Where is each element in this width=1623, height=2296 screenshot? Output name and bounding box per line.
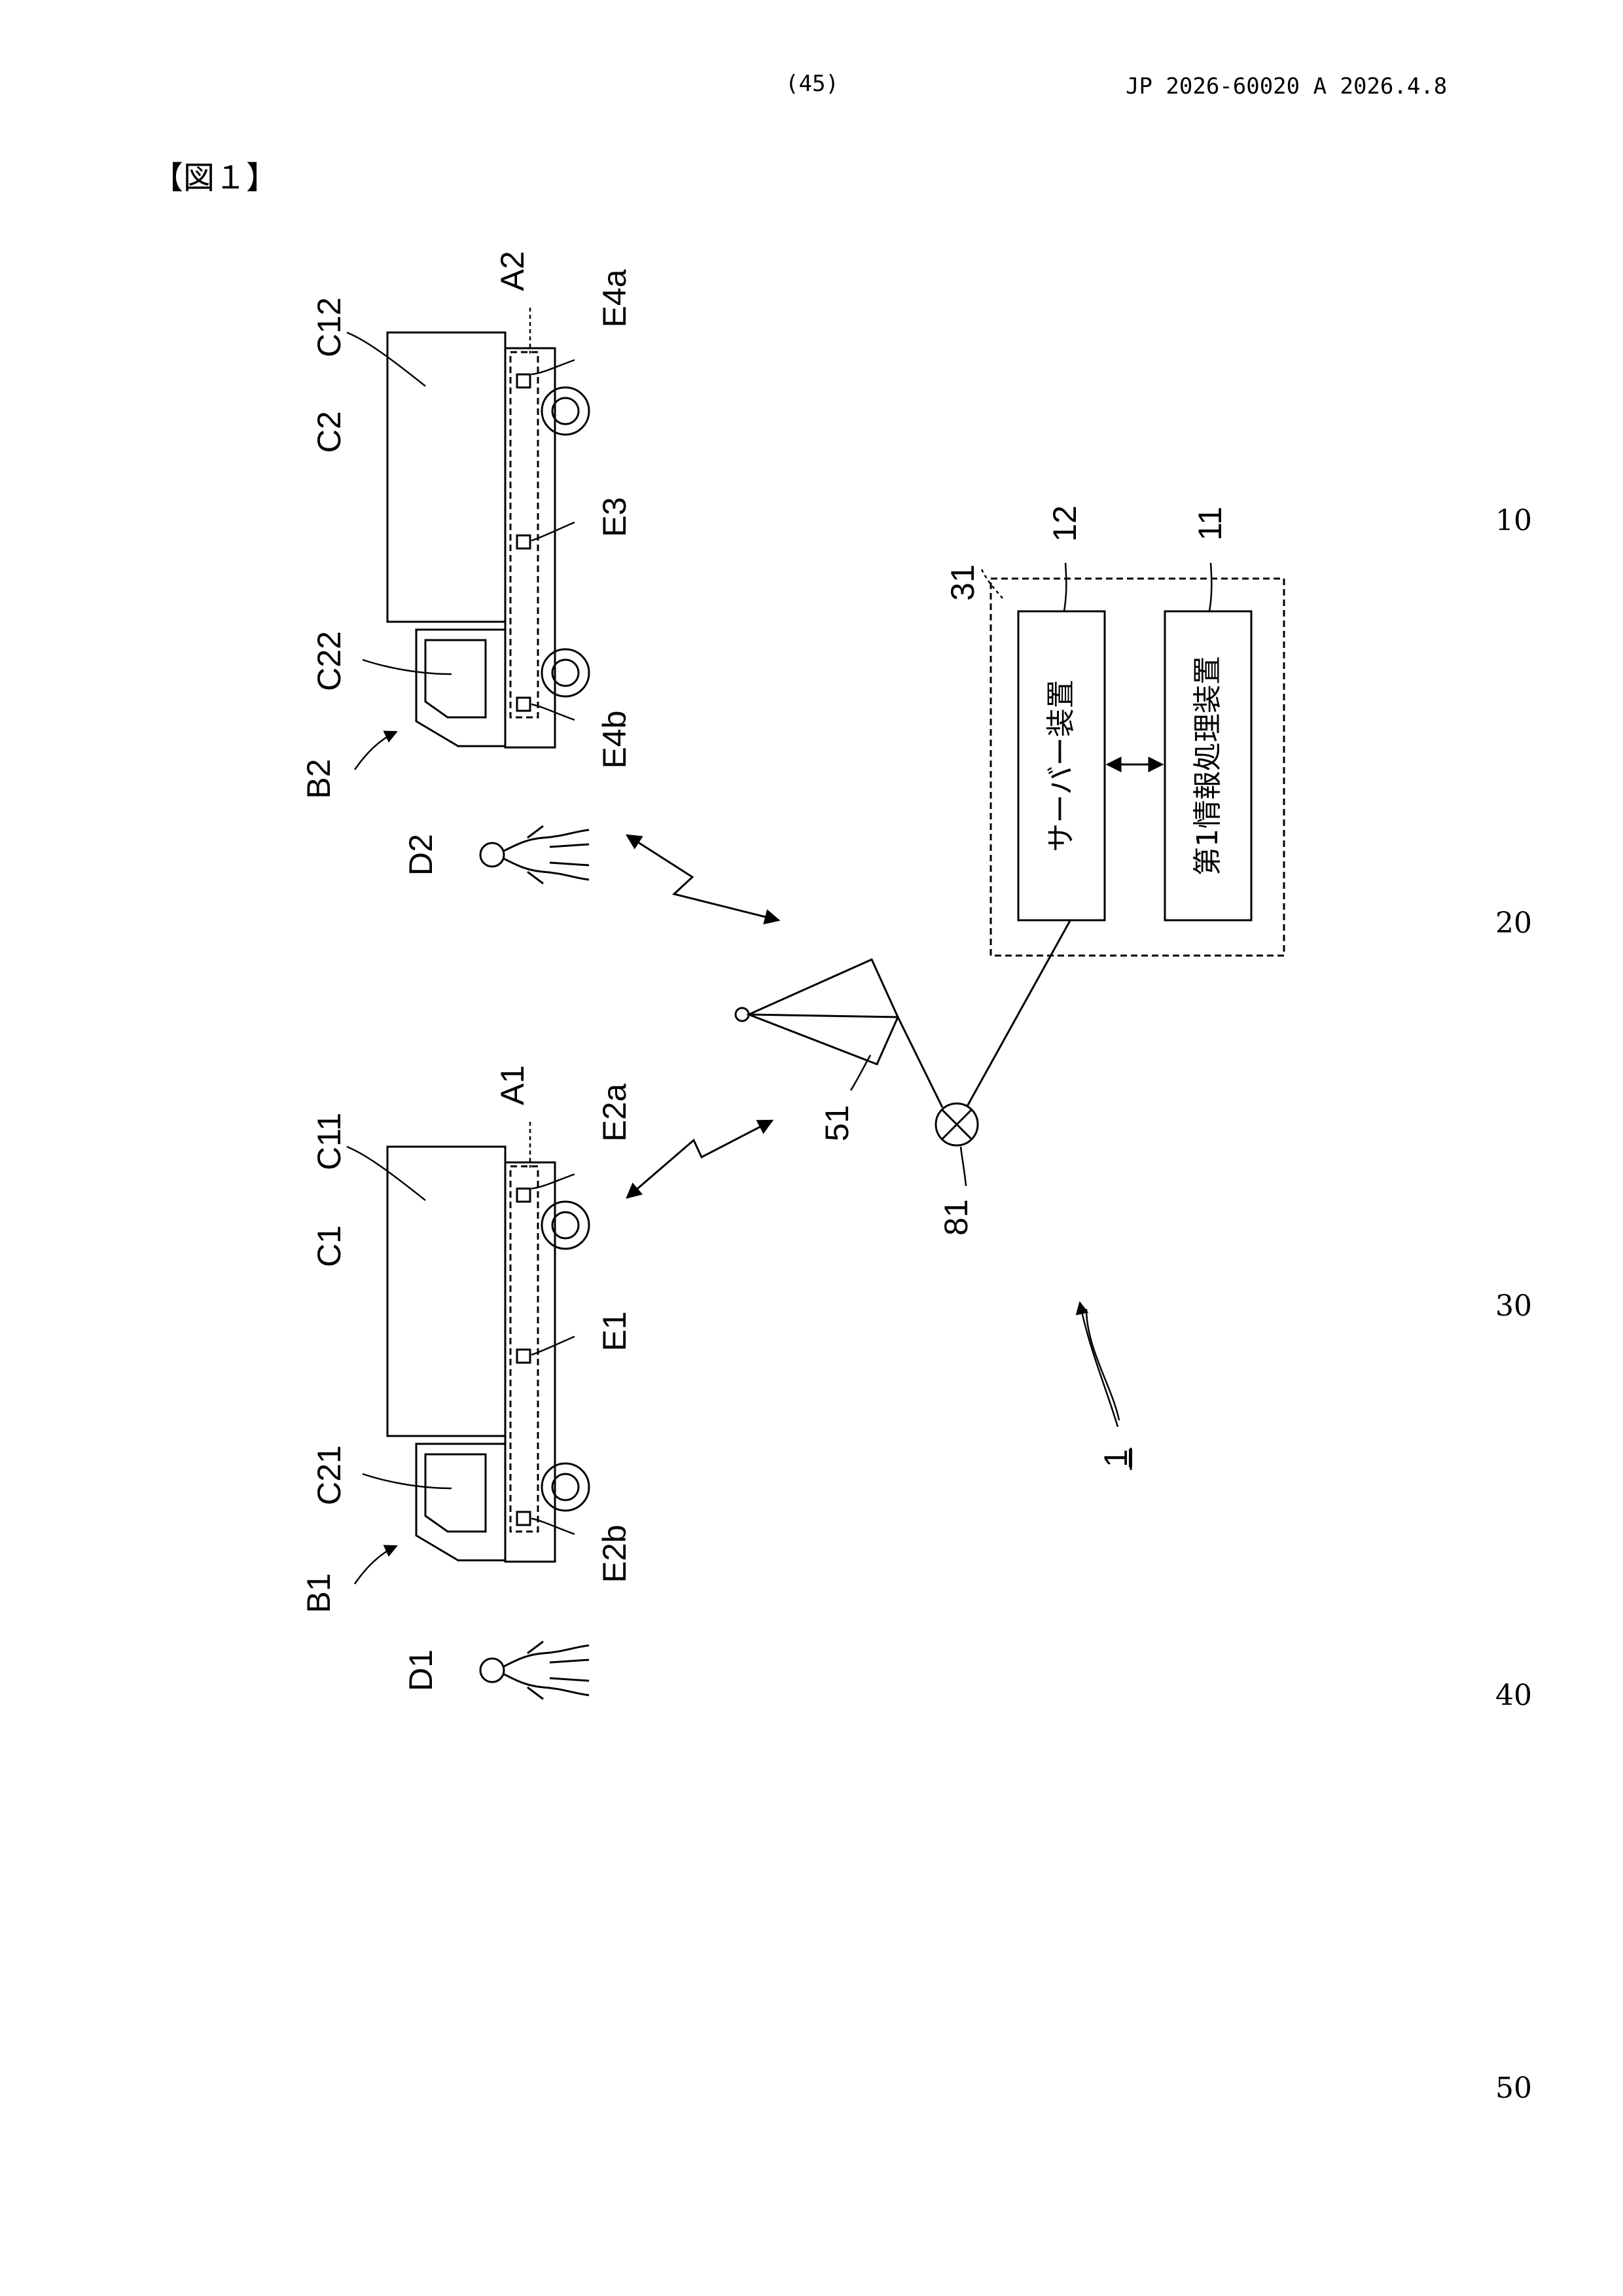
- pointer-arrows: [355, 732, 1118, 1584]
- label-b2: B2: [300, 759, 337, 798]
- antenna-51: [736, 960, 942, 1107]
- label-c1: C1: [311, 1225, 348, 1267]
- label-12: 12: [1046, 505, 1083, 542]
- wheel: [542, 649, 589, 696]
- wheel: [542, 1202, 589, 1249]
- sensor-e2b: [517, 1512, 530, 1525]
- label-1: 1: [1097, 1449, 1134, 1467]
- sensor-e2a: [517, 1189, 530, 1202]
- wheel: [542, 1463, 589, 1511]
- info-processor-label: 第1情報処理装置: [1191, 656, 1224, 876]
- label-a1: A1: [494, 1065, 531, 1105]
- label-c12: C12: [311, 297, 348, 357]
- connector-81: [936, 920, 1071, 1145]
- label-e3: E3: [596, 497, 633, 537]
- cab: [416, 1444, 505, 1560]
- label-e2a: E2a: [596, 1083, 633, 1141]
- truck-b2: [387, 332, 589, 747]
- system-31: [991, 579, 1284, 956]
- cargo-box-c11: [387, 1147, 505, 1436]
- wheel: [542, 387, 589, 435]
- person-d1: [480, 1641, 589, 1699]
- cargo-box-c12: [387, 332, 505, 622]
- sensor-e4a: [517, 374, 530, 387]
- label-11: 11: [1192, 507, 1228, 541]
- label-b1: B1: [300, 1573, 337, 1613]
- cab: [416, 630, 505, 746]
- person-d2: [480, 826, 589, 884]
- wireless-link-b2: [627, 835, 779, 920]
- label-d2: D2: [402, 834, 439, 876]
- label-e4a: E4a: [596, 269, 633, 327]
- label-c22: C22: [311, 631, 348, 691]
- label-c2: C2: [311, 411, 348, 453]
- server-label: サーバー装置: [1044, 679, 1078, 852]
- window-c21: [425, 1454, 486, 1532]
- label-31: 31: [944, 564, 981, 601]
- sensor-e1: [517, 1350, 530, 1363]
- label-c21: C21: [311, 1445, 348, 1505]
- truck-b1: [387, 1147, 589, 1562]
- label-c11: C11: [311, 1113, 348, 1170]
- sensor-e3: [517, 535, 530, 548]
- sensor-e4b: [517, 698, 530, 711]
- label-e4b: E4b: [596, 711, 633, 769]
- window-c22: [425, 640, 486, 717]
- label-d1: D1: [402, 1649, 439, 1691]
- label-a2: A2: [494, 251, 531, 291]
- label-e1: E1: [596, 1311, 633, 1351]
- label-e2b: E2b: [596, 1525, 633, 1583]
- label-51: 51: [819, 1105, 855, 1141]
- label-81: 81: [938, 1199, 974, 1236]
- wireless-link-b1: [627, 1121, 772, 1198]
